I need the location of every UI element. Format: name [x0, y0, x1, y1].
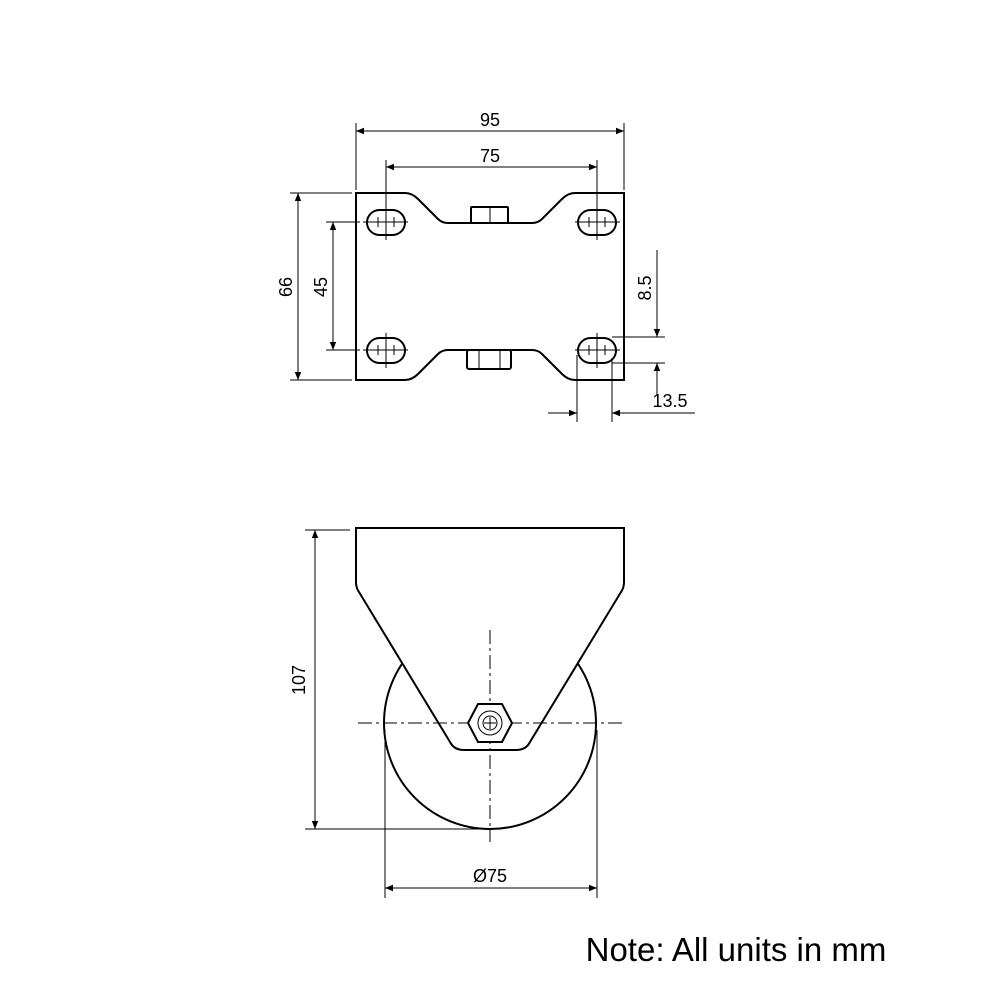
dim-height: 66: [276, 277, 296, 297]
top-plate-view: 95 75 66 45 8.5 13.5: [276, 110, 695, 422]
dim-width: 95: [480, 110, 500, 130]
side-view: 107 Ø75: [289, 527, 625, 898]
dim-hole-spacing-x: 75: [480, 146, 500, 166]
mounting-slots: [363, 205, 620, 368]
dim-slot-offset: 8.5: [635, 275, 655, 300]
dim-wheel-diameter: Ø75: [473, 866, 507, 886]
dimensions-top: 95 75 66 45 8.5 13.5: [276, 110, 695, 422]
axle-nut: [466, 703, 514, 743]
dim-hole-spacing-y: 45: [311, 277, 331, 297]
mounting-plate: [355, 192, 625, 381]
top-nut: [470, 206, 509, 224]
bottom-nut: [466, 349, 512, 370]
dim-slot-length: 13.5: [652, 391, 687, 411]
dimensions-side: 107 Ø75: [289, 529, 598, 898]
dim-overall-height: 107: [289, 665, 309, 695]
units-note: Note: All units in mm: [586, 931, 887, 968]
